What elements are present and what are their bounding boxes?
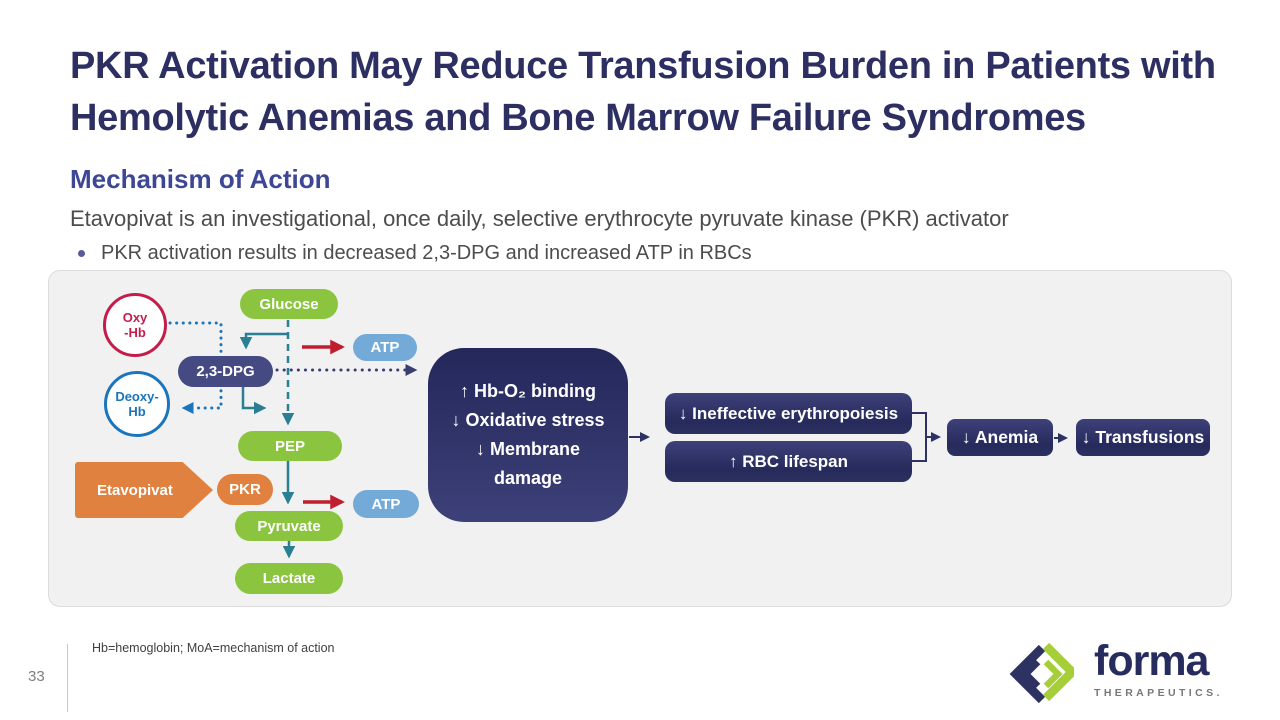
oxy-hb-line2: -Hb — [124, 325, 146, 340]
logo-name: forma — [1094, 637, 1209, 685]
footer-divider — [67, 644, 68, 712]
deoxy-hb-line1: Deoxy- — [115, 389, 159, 404]
node-oxy-hb: Oxy -Hb — [103, 293, 167, 357]
node-anemia: ↓ Anemia — [947, 419, 1053, 456]
page-number: 33 — [28, 668, 45, 685]
page-title: PKR Activation May Reduce Transfusion Bu… — [70, 40, 1220, 144]
page-title-line2: Hemolytic Anemias and Bone Marrow Failur… — [70, 97, 1086, 139]
node-etavopivat: Etavopivat — [75, 462, 213, 518]
moa-diagram-panel — [48, 270, 1232, 607]
bullet-text: PKR activation results in decreased 2,3-… — [101, 242, 752, 264]
bullet-dot-icon — [78, 250, 85, 257]
node-23dpg: 2,3-DPG — [178, 356, 273, 387]
deoxy-hb-line2: Hb — [128, 404, 146, 419]
logo-subtext: THERAPEUTICS. — [1094, 687, 1223, 699]
node-atp-top: ATP — [353, 334, 417, 361]
effect-oxidative-stress: ↓ Oxidative stress — [451, 410, 605, 430]
node-ineffective-erythropoiesis: ↓ Ineffective erythropoiesis — [665, 393, 912, 434]
forma-logo: forma THERAPEUTICS. — [1008, 637, 1223, 707]
forma-logo-text: forma THERAPEUTICS. — [1094, 637, 1223, 700]
node-pyruvate: Pyruvate — [235, 511, 343, 541]
page-title-line1: PKR Activation May Reduce Transfusion Bu… — [70, 45, 1216, 87]
intro-text: Etavopivat is an investigational, once d… — [70, 206, 1009, 231]
effect-membrane-damage: ↓ Membrane damage — [475, 439, 581, 488]
node-rbc-lifespan: ↑ RBC lifespan — [665, 441, 912, 482]
node-lactate: Lactate — [235, 563, 343, 594]
node-glucose: Glucose — [240, 289, 338, 319]
footnote: Hb=hemoglobin; MoA=mechanism of action — [92, 641, 335, 655]
forma-logo-icon — [1009, 642, 1074, 704]
effect-hb-o2-binding: ↑ Hb-O₂ binding — [460, 381, 596, 401]
bullet-item: PKR activation results in decreased 2,3-… — [78, 242, 752, 265]
node-pep: PEP — [238, 431, 342, 461]
node-rbc-effects: ↑ Hb-O₂ binding ↓ Oxidative stress ↓ Mem… — [428, 348, 628, 522]
oxy-hb-line1: Oxy — [122, 310, 148, 325]
node-pkr: PKR — [217, 474, 273, 505]
node-atp-bottom: ATP — [353, 490, 419, 518]
node-transfusions: ↓ Transfusions — [1076, 419, 1210, 456]
section-heading: Mechanism of Action — [70, 164, 331, 194]
node-deoxy-hb: Deoxy- Hb — [104, 371, 170, 437]
